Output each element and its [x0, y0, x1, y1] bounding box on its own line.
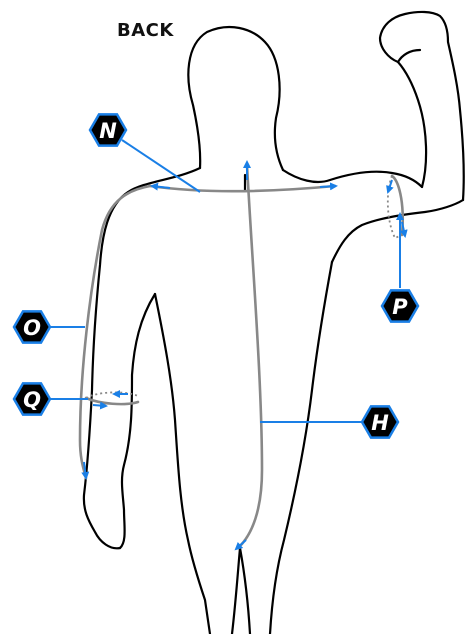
right-torso	[270, 262, 332, 634]
forearm-arrow-right	[93, 405, 106, 406]
leg-inner	[232, 548, 250, 634]
left-arm-outer	[84, 168, 200, 548]
right-arm-outer	[380, 12, 464, 200]
bicep-loop-back	[392, 176, 403, 235]
marker-n: N	[90, 114, 126, 145]
shoulder-width-line	[150, 186, 335, 191]
fist-detail	[398, 50, 420, 62]
left-torso	[155, 294, 210, 634]
body-silhouette	[84, 12, 464, 634]
measurement-lines	[80, 165, 403, 548]
forearm-loop-dotted	[86, 392, 138, 398]
marker-h: H	[362, 406, 398, 437]
leader-lines	[50, 140, 400, 422]
marker-q-label: Q	[23, 388, 41, 412]
marker-n-label: N	[99, 119, 117, 143]
head-outline	[188, 27, 283, 170]
marker-q: Q	[14, 383, 50, 414]
marker-h-label: H	[371, 411, 389, 435]
right-underarm	[332, 200, 463, 262]
back-length-line	[238, 165, 262, 548]
marker-p-label: P	[392, 295, 408, 319]
measurement-arrows	[84, 162, 405, 549]
marker-o: O	[14, 311, 50, 342]
right-shoulder	[283, 170, 422, 187]
marker-p: P	[382, 290, 418, 321]
forearm-loop-front	[86, 398, 138, 404]
shoulder-arrow-right	[320, 186, 336, 187]
leader-n	[122, 140, 200, 192]
marker-o-label: O	[23, 316, 41, 340]
left-arm-inner	[120, 294, 155, 548]
